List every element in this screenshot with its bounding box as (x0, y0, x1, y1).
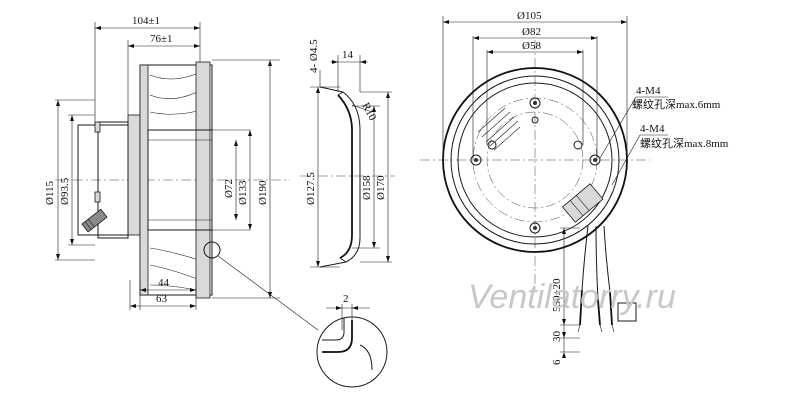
dim-depth-14: 14 (342, 49, 354, 61)
dim-overall-width: 104±1 (132, 15, 160, 27)
dim-dia-158: Ø158 (361, 175, 373, 200)
dim-dia-133: Ø133 (237, 180, 249, 205)
note-thread-a: 4-M4 (636, 85, 661, 97)
connector-box (617, 302, 637, 322)
dim-dia-115: Ø115 (44, 180, 56, 205)
dim-dia-127-5: Ø127.5 (305, 172, 317, 205)
dim-dia-72: Ø72 (223, 179, 235, 198)
dim-dia-170: Ø170 (375, 175, 387, 200)
dim-gap-2: 2 (343, 293, 349, 305)
dim-strip-length: 30 (551, 331, 563, 343)
note-thread-b-depth: 螺纹孔深max.8mm (640, 136, 729, 150)
dim-dia-93-5: Ø93.5 (59, 177, 71, 205)
dim-holes: 4- Ø4.5 (308, 39, 320, 73)
section-view: 14 4- Ø4.5 R10 Ø127.5 Ø158 Ø170 (300, 39, 395, 268)
dim-cable-length: 550±20 (551, 278, 563, 312)
dim-len-63: 63 (156, 293, 168, 305)
dim-dia-58: Ø58 (522, 40, 541, 52)
dim-dia-82: Ø82 (522, 26, 541, 38)
front-view: Ø105 Ø82 Ø58 4-M4 螺纹孔深max.6mm 4-M4 螺纹孔深m… (420, 10, 729, 365)
detail-view: 2 (316, 293, 388, 388)
side-view: 104±1 76±1 Ø115 Ø93.5 Ø72 Ø133 Ø190 44 6… (44, 15, 290, 310)
note-thread-a-depth: 螺纹孔深max.6mm (632, 97, 721, 111)
hatch-region (477, 107, 521, 151)
note-thread-b: 4-M4 (640, 123, 665, 135)
cable-gland (561, 183, 615, 333)
dim-inner-width: 76±1 (150, 33, 173, 45)
dim-dia-105: Ø105 (517, 10, 542, 22)
dim-len-44: 44 (158, 277, 170, 289)
dim-dia-190: Ø190 (257, 180, 269, 205)
watermark: Ventilatorry.ru (468, 278, 676, 316)
dim-end-length: 6 (551, 359, 563, 365)
